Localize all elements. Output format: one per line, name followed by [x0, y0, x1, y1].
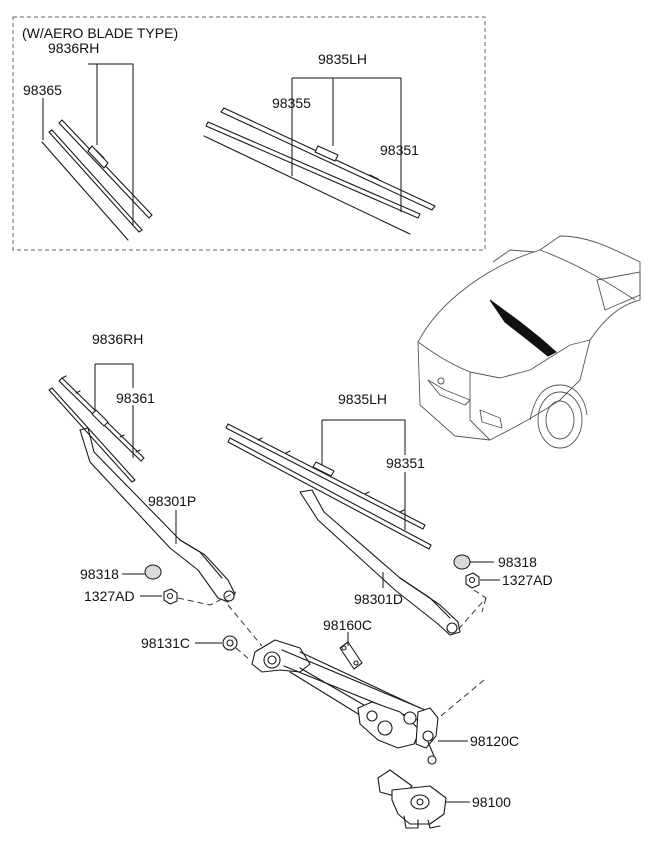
aero-blade-group-label: (W/AERO BLADE TYPE): [22, 25, 178, 41]
wiper-motor: [377, 769, 447, 829]
label-aero-lh-refill: 98355: [272, 95, 311, 111]
lh-refill: [227, 437, 432, 550]
rh-blade: [58, 377, 145, 462]
aero-rh-strip: [41, 141, 129, 241]
rh-refill: [48, 387, 136, 483]
rh-blade-parts: [48, 375, 145, 483]
label-aero-lh-blade: 9835LH: [318, 51, 367, 67]
aero-rh-blade-parts: [41, 119, 153, 241]
lh-blade-parts: [225, 423, 432, 550]
label-lh-blade: 9835LH: [338, 391, 387, 407]
lh-arm: [299, 489, 461, 636]
label-pivot-cap: 98131C: [141, 635, 190, 651]
label-lh-nut: 1327AD: [502, 572, 553, 588]
aero-lh-blade-connector: [314, 145, 339, 162]
label-lh-refill: 98351: [386, 455, 425, 471]
label-lh-arm: 98301D: [354, 591, 403, 607]
rh-nut: [163, 588, 178, 605]
pivot-cap: [222, 635, 238, 651]
label-rh-blade: 9836RH: [92, 331, 143, 347]
label-rh-nut: 1327AD: [84, 588, 135, 604]
label-rh-cap: 98318: [80, 566, 119, 582]
aero-lh-leaders: [291, 77, 402, 212]
lh-assembly-line: [429, 589, 487, 726]
label-rh-refill: 98361: [116, 390, 155, 406]
lh-cap: [453, 554, 471, 570]
label-aero-rh-blade: 9836RH: [48, 40, 99, 56]
aero-lh-refill: [205, 121, 421, 219]
aero-rh-blade: [58, 119, 153, 219]
rh-assembly-line: [177, 591, 263, 647]
aero-rh-leaders: [42, 63, 134, 226]
aero-lh-blade: [220, 107, 436, 211]
car-illustration: [417, 235, 641, 449]
label-lh-cap: 98318: [498, 554, 537, 570]
label-aero-lh-insert: 98351: [380, 142, 419, 158]
aero-rh-refill: [48, 129, 143, 233]
lh-nut: [465, 572, 480, 589]
label-bracket: 98160C: [323, 617, 372, 633]
label-rh-arm: 98301P: [148, 493, 196, 509]
label-linkage: 98120C: [470, 733, 519, 749]
lh-blade-connector: [312, 461, 335, 477]
bracket: [339, 641, 363, 670]
rh-cap: [144, 564, 162, 580]
label-aero-rh-refill: 98365: [23, 82, 62, 98]
rh-arm: [79, 427, 236, 603]
rh-blade-connector: [91, 409, 109, 427]
aero-lh-strip: [203, 135, 411, 235]
lh-blade-leaders: [321, 419, 406, 530]
lh-blade: [225, 423, 426, 530]
rh-blade-leaders: [94, 363, 134, 458]
aero-blade-group-frame: [12, 16, 486, 251]
label-motor: 98100: [472, 794, 511, 810]
linkage-assembly: [251, 639, 439, 765]
aero-blade-group: (W/AERO BLADE TYPE) 9836RH 98365 9835LH …: [12, 16, 486, 251]
aero-lh-blade-parts: [203, 107, 436, 235]
